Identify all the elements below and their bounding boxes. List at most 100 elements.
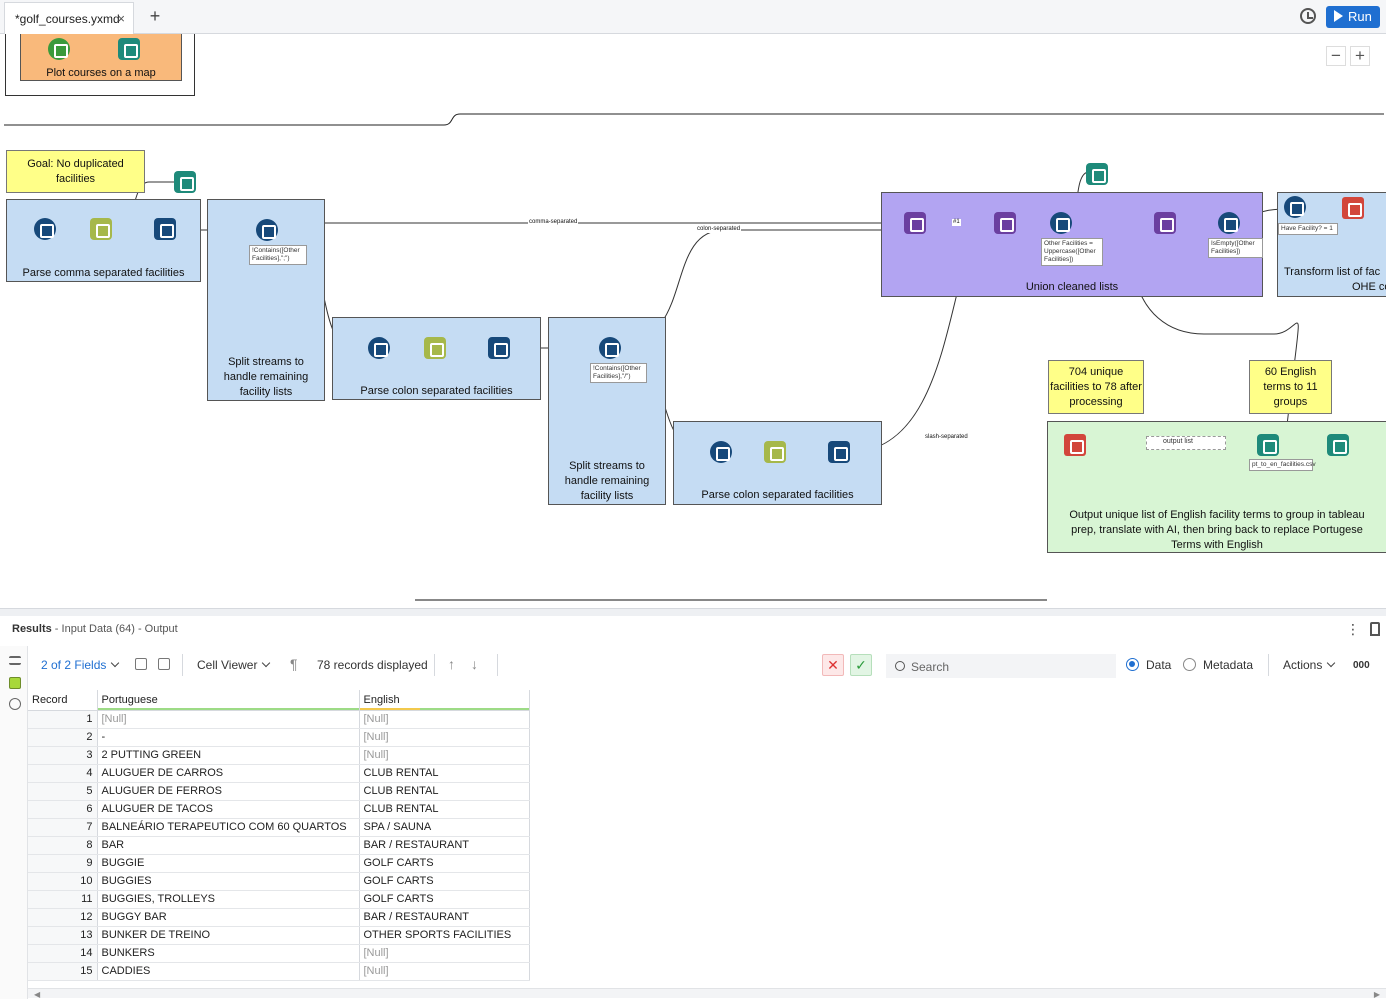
browse-tool-icon[interactable]	[118, 38, 140, 60]
portuguese-cell[interactable]: ALUGUER DE FERROS	[97, 782, 360, 801]
browse-tool-icon[interactable]	[174, 171, 196, 193]
container-parse-colon-2[interactable]: Parse colon separated facilities	[673, 421, 882, 505]
table-row[interactable]: 2-[Null]	[28, 728, 530, 747]
union-tool-icon[interactable]	[994, 212, 1016, 234]
workflow-canvas[interactable]: − + Plot courses on a map Goal: No dupli…	[0, 34, 1386, 608]
list-icon[interactable]	[9, 656, 21, 665]
tag-icon[interactable]	[9, 677, 21, 689]
record-cell[interactable]: 14	[28, 944, 98, 963]
english-cell[interactable]: [Null]	[359, 746, 530, 765]
english-cell[interactable]: SPA / SAUNA	[359, 818, 530, 837]
portuguese-cell[interactable]: BUGGIES, TROLLEYS	[97, 890, 360, 909]
portuguese-cell[interactable]: BUGGIES	[97, 872, 360, 891]
tab-golf-courses[interactable]: *golf_courses.yxmd ×	[4, 2, 134, 34]
record-cell[interactable]: 11	[28, 890, 98, 909]
close-tab-icon[interactable]: ×	[117, 11, 125, 26]
arrow-down-icon[interactable]: ↓	[471, 656, 478, 672]
arrow-up-icon[interactable]: ↑	[448, 656, 455, 672]
english-cell[interactable]: GOLF CARTS	[359, 854, 530, 873]
data-radio[interactable]	[1126, 658, 1139, 671]
record-cell[interactable]: 3	[28, 746, 98, 765]
text-to-columns-tool-icon[interactable]	[34, 218, 56, 240]
container-plot[interactable]: Plot courses on a map	[20, 34, 182, 81]
record-cell[interactable]: 2	[28, 728, 98, 747]
record-cell[interactable]: 13	[28, 926, 98, 945]
portuguese-cell[interactable]: ALUGUER DE CARROS	[97, 764, 360, 783]
browse-tool-icon[interactable]	[1086, 163, 1108, 185]
control-parameter[interactable]: output list	[1146, 436, 1226, 450]
english-cell[interactable]: CLUB RENTAL	[359, 800, 530, 819]
english-cell[interactable]: CLUB RENTAL	[359, 782, 530, 801]
horizontal-scrollbar[interactable]: ◀ ▶	[28, 988, 1386, 999]
column-header-portuguese[interactable]: Portuguese	[97, 690, 360, 711]
portuguese-cell[interactable]: BUGGY BAR	[97, 908, 360, 927]
record-cell[interactable]: 4	[28, 764, 98, 783]
portuguese-cell[interactable]: ALUGUER DE TACOS	[97, 800, 360, 819]
filter-tool-icon[interactable]	[1218, 212, 1240, 234]
cell-viewer-dropdown[interactable]: Cell Viewer	[197, 658, 271, 672]
zoom-out-button[interactable]: −	[1326, 46, 1346, 66]
note-unique[interactable]: 704 unique facilities to 78 after proces…	[1048, 360, 1144, 414]
text-to-columns-tool-icon[interactable]	[368, 337, 390, 359]
portuguese-cell[interactable]: BUNKER DE TREINO	[97, 926, 360, 945]
record-cell[interactable]: 10	[28, 872, 98, 891]
filter-tool-icon[interactable]	[599, 337, 621, 359]
select-tool-icon[interactable]	[154, 218, 176, 240]
scroll-left-icon[interactable]: ◀	[34, 990, 41, 999]
browse-tool-icon[interactable]	[1327, 434, 1349, 456]
pin-icon[interactable]	[1370, 622, 1380, 636]
english-cell[interactable]: [Null]	[359, 710, 530, 729]
record-cell[interactable]: 1	[28, 710, 98, 729]
portuguese-cell[interactable]: BUNKERS	[97, 944, 360, 963]
note-english[interactable]: 60 English terms to 11 groups	[1249, 360, 1332, 414]
transpose-tool-icon[interactable]	[1342, 197, 1364, 219]
search-input[interactable]: Search	[886, 654, 1116, 678]
help-icon[interactable]	[9, 698, 21, 710]
record-cell[interactable]: 15	[28, 962, 98, 981]
text-to-columns-tool-icon[interactable]	[710, 441, 732, 463]
table-row[interactable]: 1[Null][Null]	[28, 710, 530, 729]
pilcrow-icon[interactable]: ¶	[290, 656, 298, 672]
map-tool-icon[interactable]	[48, 38, 70, 60]
cleanse-tool-icon[interactable]	[90, 218, 112, 240]
filter-tool-icon[interactable]	[256, 219, 278, 241]
formula-tool-icon[interactable]	[1284, 196, 1306, 218]
portuguese-cell[interactable]: BUGGIE	[97, 854, 360, 873]
portuguese-cell[interactable]: [Null]	[97, 710, 360, 729]
column-header-record[interactable]: Record	[28, 690, 98, 711]
record-cell[interactable]: 8	[28, 836, 98, 855]
panel-splitter[interactable]	[0, 599, 1386, 616]
metadata-radio[interactable]	[1183, 658, 1196, 671]
scroll-right-icon[interactable]: ▶	[1373, 990, 1380, 999]
record-cell[interactable]: 9	[28, 854, 98, 873]
portuguese-cell[interactable]: BAR	[97, 836, 360, 855]
history-icon[interactable]	[1300, 8, 1316, 24]
add-tab-button[interactable]: +	[149, 6, 161, 26]
cleanse-tool-icon[interactable]	[764, 441, 786, 463]
cleanse-tool-icon[interactable]	[424, 337, 446, 359]
run-button[interactable]: Run	[1326, 6, 1380, 28]
english-cell[interactable]: GOLF CARTS	[359, 872, 530, 891]
deselect-fields-icon[interactable]	[158, 658, 170, 670]
fields-dropdown[interactable]: 2 of 2 Fields	[41, 658, 120, 672]
record-cell[interactable]: 5	[28, 782, 98, 801]
output-tool-icon[interactable]	[1257, 434, 1279, 456]
record-cell[interactable]: 12	[28, 908, 98, 927]
english-cell[interactable]: [Null]	[359, 728, 530, 747]
english-cell[interactable]: [Null]	[359, 962, 530, 981]
record-cell[interactable]: 7	[28, 818, 98, 837]
note-goal[interactable]: Goal: No duplicated facilities	[6, 150, 145, 193]
accept-button[interactable]: ✓	[850, 654, 872, 676]
actions-dropdown[interactable]: Actions	[1283, 658, 1336, 672]
english-cell[interactable]: OTHER SPORTS FACILITIES	[359, 926, 530, 945]
portuguese-cell[interactable]: 2 PUTTING GREEN	[97, 746, 360, 765]
unique-tool-icon[interactable]	[1154, 212, 1176, 234]
